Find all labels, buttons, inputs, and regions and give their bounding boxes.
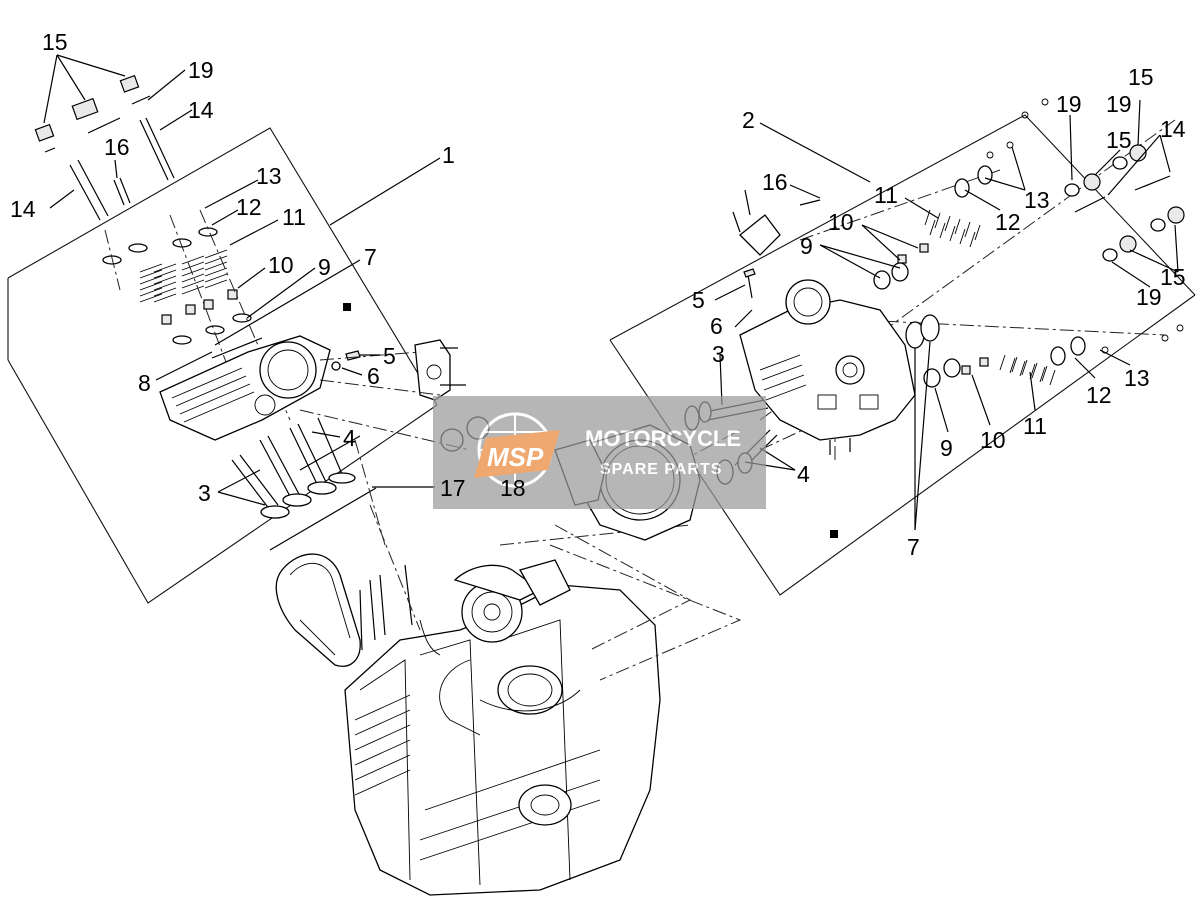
callout-15: 15	[42, 29, 68, 55]
callout-6: 6	[367, 363, 380, 389]
callout-13: 13	[1124, 365, 1150, 391]
callout-9: 9	[940, 435, 953, 461]
watermark-line2: SPARE PARTS	[600, 461, 722, 478]
callout-19: 19	[1106, 91, 1132, 117]
callout-12: 12	[995, 209, 1021, 235]
callout-19: 19	[1136, 284, 1162, 310]
callout-9: 9	[800, 233, 813, 259]
callout-15: 15	[1106, 127, 1132, 153]
left-marker-square	[343, 303, 351, 311]
callout-10: 10	[980, 427, 1006, 453]
callout-11: 11	[874, 182, 898, 208]
watermark: MSP MOTORCYCLE SPARE PARTS	[433, 396, 766, 509]
callout-5: 5	[383, 343, 396, 369]
callout-15: 15	[1160, 264, 1186, 290]
left-cylinder-head-assembly	[7, 54, 490, 604]
callout-7: 7	[364, 244, 377, 270]
engine-crankcase	[275, 553, 661, 896]
left-cylinder-head	[159, 335, 331, 441]
right-marker-square	[830, 530, 838, 538]
callout-12: 12	[236, 194, 262, 220]
callout-5: 5	[692, 287, 705, 313]
callout-10: 10	[828, 209, 854, 235]
callout-14: 14	[188, 97, 214, 123]
callout-2: 2	[742, 107, 755, 133]
callout-6: 6	[710, 313, 723, 339]
callout-10: 10	[268, 252, 294, 278]
callout-1: 1	[442, 142, 455, 168]
callout-7: 7	[907, 534, 920, 560]
callout-11: 11	[282, 204, 306, 230]
watermark-logo-text: MSP	[487, 442, 544, 472]
callout-3: 3	[198, 480, 211, 506]
callout-15: 15	[1128, 64, 1154, 90]
watermark-logo-badge	[474, 430, 560, 478]
callout-4: 4	[797, 461, 810, 487]
callout-8: 8	[138, 370, 151, 396]
callout-4: 4	[343, 425, 356, 451]
callout-9: 9	[318, 254, 331, 280]
right-cylinder-head-assembly	[554, 98, 1196, 596]
callout-14: 14	[1160, 116, 1186, 142]
callout-19: 19	[1056, 91, 1082, 117]
callout-13: 13	[1024, 187, 1050, 213]
callout-14: 14	[10, 196, 36, 222]
right-caps-and-bolts	[1021, 98, 1185, 262]
left-valve-train	[102, 227, 252, 345]
callout-12: 12	[1086, 382, 1112, 408]
right-cylinder-head	[739, 279, 916, 455]
callout-16: 16	[104, 134, 130, 160]
callout-18: 18	[500, 475, 526, 501]
callout-16: 16	[762, 169, 788, 195]
callout-19: 19	[188, 57, 214, 83]
callout-13: 13	[256, 163, 282, 189]
callout-17: 17	[440, 475, 466, 501]
callout-11: 11	[1023, 413, 1047, 439]
callout-3: 3	[712, 341, 725, 367]
callout-labels: 15 19 14 16 14 13 12 11 1 10 9 7 5 6 8 4…	[10, 29, 1186, 560]
watermark-line1: MOTORCYCLE	[585, 426, 741, 451]
